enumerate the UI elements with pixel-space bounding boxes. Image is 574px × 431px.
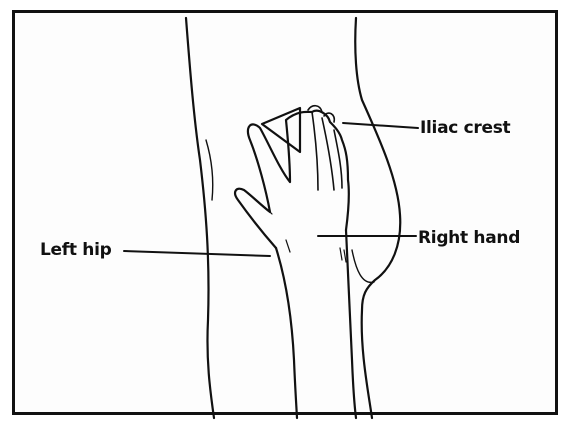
left-body-outline — [186, 18, 214, 418]
wrist-marks — [286, 240, 346, 262]
label-right-hand: Right hand — [418, 228, 520, 248]
iliac-crest-leader — [343, 123, 418, 128]
middle-finger — [322, 118, 334, 190]
label-iliac-crest: Iliac crest — [420, 118, 510, 138]
left-inner-contour — [206, 140, 213, 200]
buttock-contour — [352, 250, 374, 282]
left-hip-leader — [124, 251, 270, 256]
hand-outline — [235, 111, 349, 248]
index-finger — [312, 112, 318, 190]
forearm-left-edge — [276, 248, 297, 418]
right-body-outline — [355, 18, 400, 418]
label-left-hip: Left hip — [40, 240, 112, 260]
